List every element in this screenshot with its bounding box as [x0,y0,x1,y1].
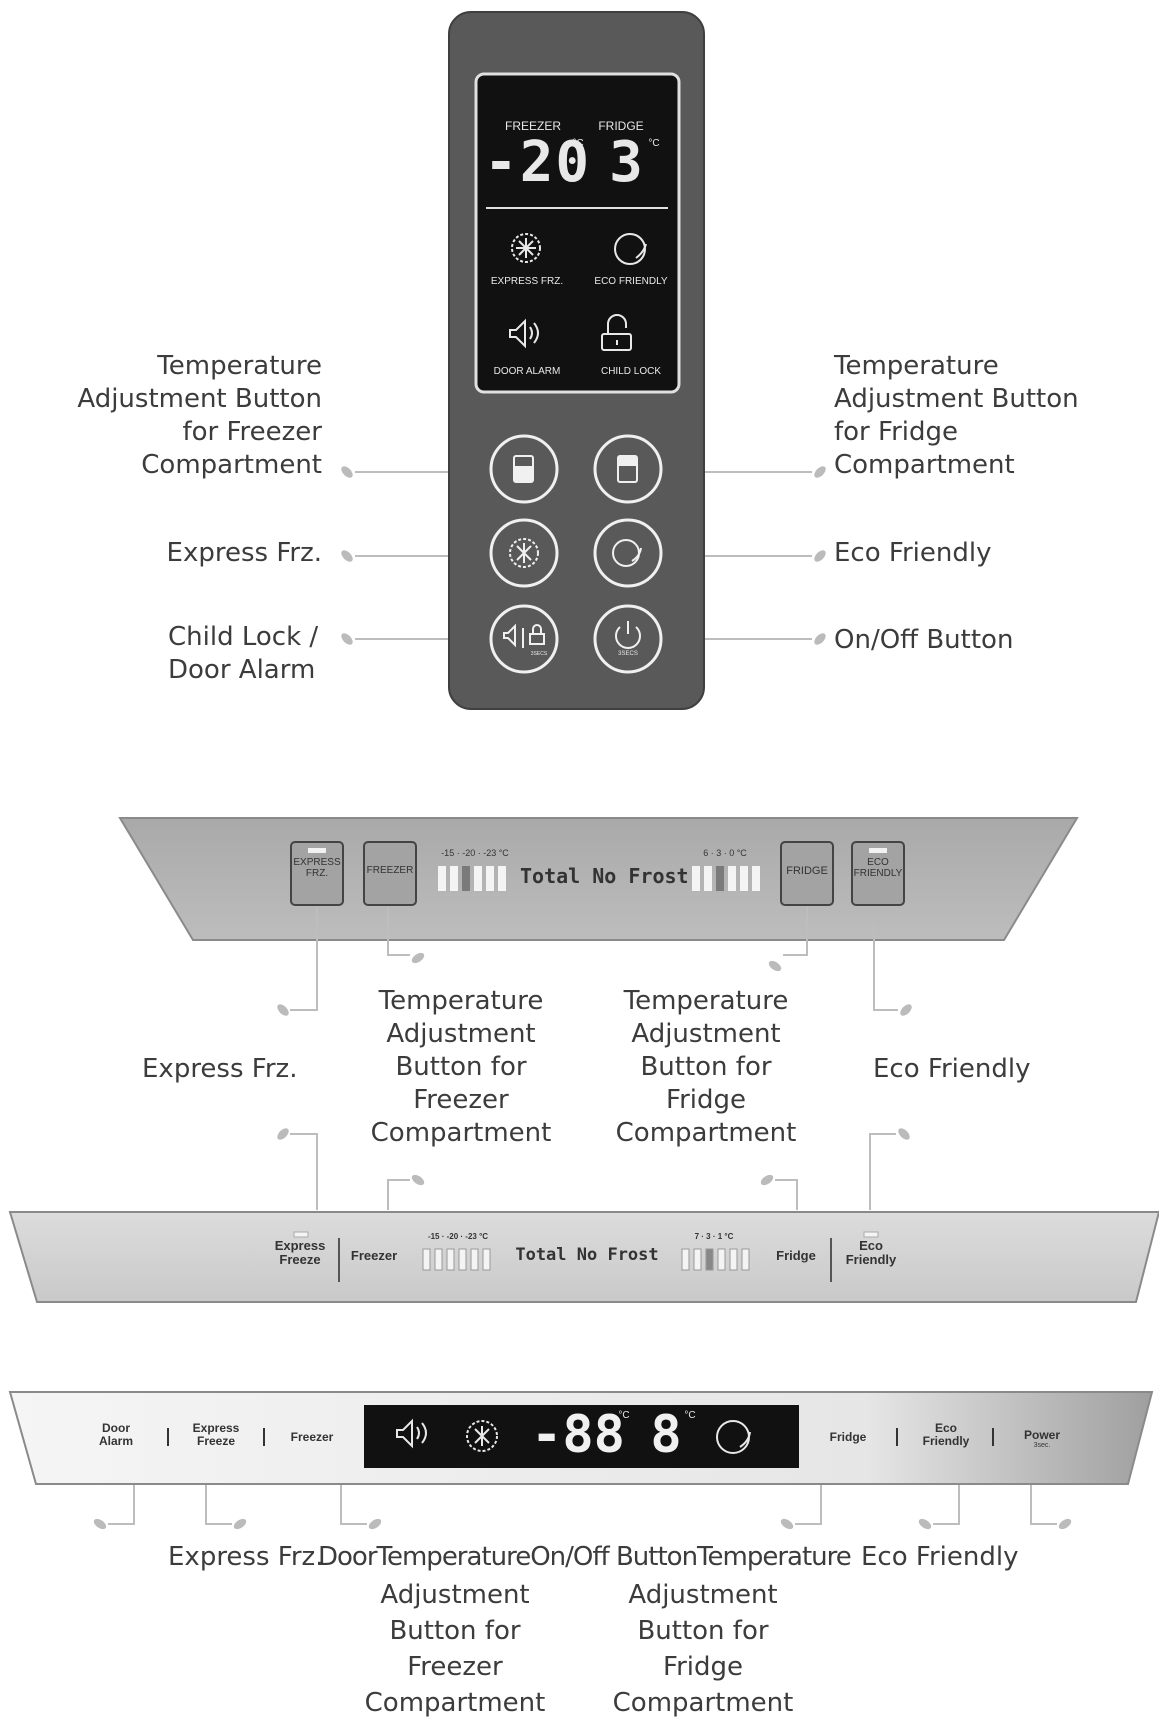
callout-eco-1: Eco Friendly [834,538,992,568]
childlock-dooralarm-button [489,604,559,674]
fridge-level-bars [692,866,760,891]
fridge-temp-readout: 3 [609,130,643,195]
lcd-freezer-unit-4: °C [618,1410,630,1421]
door-alarm-icon [509,318,539,349]
fridge-scale-2: 6 · 3 · 0 °C [703,848,747,858]
eco-friendly-label-3[interactable]: Eco Friendly [845,1238,897,1267]
fridge-level-bars-3 [681,1248,750,1271]
lcd-fridge-readout-4: 8 [650,1405,682,1465]
freezer-level-bars [438,866,506,891]
callout-temp-fridge-bottom: Adjustment Button for Fridge Compartment [612,1580,794,1718]
express-freeze-label-3[interactable]: Express Freeze [274,1238,326,1267]
callout-overlap-bottom: DoorTemperatureOn/Off ButtonTemperature [318,1542,852,1572]
brand-total-no-frost-2: Total No Frost [520,864,689,888]
callout-express-1: Express Frz. [166,538,322,568]
freezer-temp-button [489,434,559,504]
brand-total-no-frost-3: Total No Frost [515,1245,659,1265]
express-frz-key [290,841,344,906]
fridge-display-label: FRIDGE [598,119,644,133]
callout-express-bottom: Express Frz. [168,1542,324,1572]
lcd-fridge-unit-4: °C [684,1410,696,1421]
door-alarm-label-4[interactable]: Door Alarm [98,1421,133,1448]
freezer-label-4[interactable]: Freezer [290,1430,334,1444]
eco-friendly-key [851,841,905,906]
lcd-freezer-readout-4: -88 [531,1405,625,1465]
fridge-label-3[interactable]: Fridge [776,1248,816,1263]
eco-friendly-icon [614,233,647,265]
callout-onoff-1: On/Off Button [834,625,1014,655]
callout-eco-mid: Eco Friendly [873,1054,1031,1084]
freezer-level-bars-3 [422,1248,491,1271]
fridge-key [780,841,834,906]
freezer-key-label[interactable]: FREEZER [366,865,414,876]
callout-temp-freezer-bottom: Adjustment Button for Freezer Compartmen… [364,1580,546,1718]
eco-friendly-icon-4 [716,1420,751,1454]
freezer-label-3[interactable]: Freezer [350,1248,398,1263]
freezer-temp-unit: °C [572,138,584,149]
childlock-button-sublabel: 3SECS [530,651,548,657]
callout-eco-bottom: Eco Friendly [861,1542,1019,1572]
eco-friendly-button [593,518,663,588]
freezer-temp-readout: -20 [484,130,592,195]
child-lock-icon [601,314,632,351]
callout-temp-fridge-1: Temperature Adjustment Button for Fridge… [834,351,1079,480]
child-lock-icon-label: CHILD LOCK [600,366,661,377]
express-frz-icon-4 [466,1420,498,1452]
express-frz-icon [511,233,541,263]
panel-2-body [118,817,1079,941]
express-freeze-label-4[interactable]: Express Freeze [192,1421,240,1448]
callout-temp-freezer-1: Temperature Adjustment Button for Freeze… [77,351,322,480]
callout-childlock-1: Child Lock / Door Alarm [168,622,319,685]
door-alarm-icon-label: DOOR ALARM [493,366,561,377]
fridge-label-4[interactable]: Fridge [829,1430,867,1444]
fridge-temp-unit: °C [648,138,660,149]
fridge-key-label[interactable]: FRIDGE [786,865,828,877]
on-off-button [593,604,663,674]
callout-temp-freezer-mid: Temperature Adjustment Button for Freeze… [370,986,552,1148]
freezer-scale-3: -15 · -20 · -23 °C [427,1232,489,1241]
freezer-key [363,841,417,906]
power-label-4[interactable]: Power 3sec. [1023,1428,1060,1449]
eco-friendly-icon-label: ECO FRIENDLY [594,276,668,287]
express-frz-key-label[interactable]: EXPRESS FRZ. [293,857,341,879]
lcd-display-4 [364,1405,799,1468]
callout-express-mid: Express Frz. [142,1054,298,1084]
fridge-scale-3: 7 · 3 · 1 °C [694,1232,734,1241]
express-frz-button [489,518,559,588]
fridge-temp-button [593,434,663,504]
freezer-scale-2: -15 · -20 · -23 °C [441,848,509,858]
express-frz-icon-label: EXPRESS FRZ. [490,276,564,287]
onoff-button-sublabel: 3SECS [618,651,638,657]
eco-friendly-key-label[interactable]: ECO FRIENDLY [853,857,903,879]
eco-friendly-label-4[interactable]: Eco Friendly [922,1421,970,1448]
callout-temp-fridge-mid: Temperature Adjustment Button for Fridge… [615,986,797,1148]
door-alarm-icon-4 [396,1418,427,1449]
freezer-display-label: FREEZER [504,119,561,133]
lcd-screen [474,72,681,394]
